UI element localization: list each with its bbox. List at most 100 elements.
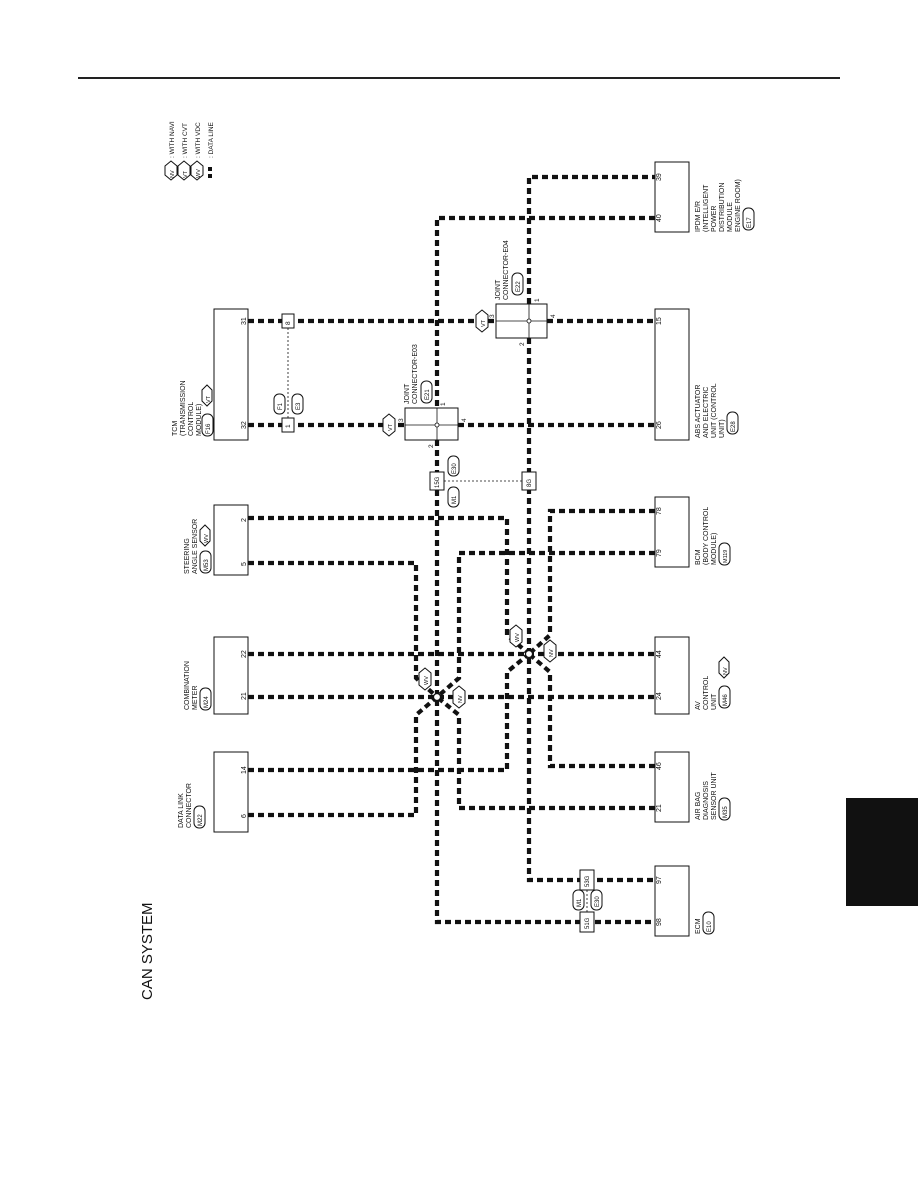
connector-code: M1: [452, 495, 458, 504]
option-tag: NV: [549, 649, 555, 657]
unit-label: (BODY CONTROL: [703, 507, 710, 565]
pin-label: 32: [241, 421, 248, 429]
unit-label: UNIT (CONTROL: [711, 383, 718, 438]
unit-label: (INTELLIGENT: [703, 184, 710, 232]
line-tag-wv-upper: WV: [509, 624, 523, 648]
joint-label: JOINT: [495, 279, 502, 300]
connector-code: M1: [577, 898, 583, 907]
unit-label: ECM: [695, 918, 702, 934]
steering-angle-sensor: 5 2 STEERING ANGLE SENSOR M53 WV: [184, 504, 249, 576]
unit-label: COMBINATION: [184, 661, 191, 710]
tcm: 32 31 TCM (TRANSMISSION CONTROL MODULE) …: [172, 308, 249, 441]
pin-label: 1: [440, 402, 447, 406]
legend-vt-text: : WITH CVT: [182, 123, 189, 158]
ecm: 98 97 ECM E10: [654, 865, 715, 937]
pin-label: 2: [519, 342, 526, 346]
pin-label: 15: [656, 317, 663, 325]
connector-code: M53: [204, 559, 210, 571]
pin-label: 8: [285, 321, 292, 325]
connector-code: M46: [723, 694, 729, 706]
pin-label: 98: [656, 918, 663, 926]
unit-label: CONTROL: [703, 676, 710, 710]
pin-label: 31: [241, 317, 248, 325]
pin-label: 3: [489, 314, 496, 318]
pin-label: 79: [656, 549, 663, 557]
unit-label: METER: [192, 686, 199, 711]
connector-code: E3: [296, 402, 302, 410]
legend-data-line: : DATA LINE: [208, 121, 215, 178]
pin-label: 53G: [585, 875, 591, 887]
pin-label: 2: [428, 444, 435, 448]
pin-label: 14: [241, 766, 248, 774]
option-tag: WV: [204, 534, 210, 543]
unit-label: UNIT): [719, 419, 726, 438]
pin-label: 24: [656, 692, 663, 700]
ipdm-er: 40 39 IPDM E/R (INTELLIGENT POWER DISTRI…: [654, 161, 755, 233]
pin-label: 51G: [585, 917, 591, 929]
option-tag: VT: [481, 319, 487, 327]
line-tag-wv-lower: WV: [418, 667, 432, 691]
pin-label: 22: [241, 650, 248, 658]
option-tag: VT: [206, 395, 212, 403]
unit-label: MODULE): [196, 404, 203, 436]
legend-vt: VT : WITH CVT: [177, 123, 191, 181]
pin-label: 2: [241, 518, 248, 522]
unit-label: ABS ACTUATOR: [695, 385, 702, 438]
unit-label: AV: [695, 701, 702, 710]
connector-code: E10: [707, 921, 713, 932]
legend: NV : WITH NAVI VT : WITH CVT WV : WITH V…: [164, 121, 215, 181]
unit-label: STEERING: [184, 538, 191, 574]
legend-wv: WV : WITH VDC: [190, 122, 204, 181]
unit-label: CONNECTOR: [186, 783, 193, 828]
connector-code: M35: [723, 806, 729, 818]
unit-label: DIAGNOSIS: [703, 781, 710, 820]
joint-connector-e04: 1 2 3 4 JOINT CONNECTOR-E04 E22: [489, 240, 557, 346]
connector-code: M22: [198, 814, 204, 826]
pin-label: 39: [656, 173, 663, 181]
legend-nv-text: : WITH NAVI: [169, 121, 176, 158]
connector-code: F1: [278, 402, 284, 410]
line-tag-nv-upper: NV: [543, 639, 557, 663]
connector-code: M24: [204, 696, 210, 708]
line-tag-nv-lower: NV: [452, 685, 466, 709]
connector-code: E17: [747, 217, 753, 228]
bcm: 79 78 BCM (BODY CONTROL MODULE) M119: [654, 496, 731, 568]
unit-label: DATA LINK: [178, 793, 185, 828]
unit-label: UNIT: [711, 693, 718, 710]
unit-label: AND ELECTRIC: [703, 387, 710, 438]
legend-nv-tag: NV: [170, 170, 176, 178]
option-tag: VT: [388, 423, 394, 431]
unit-label: MODULE: [727, 202, 734, 232]
pin-label: 44: [656, 650, 663, 658]
connector-code: E30: [595, 896, 601, 907]
connector-code: M119: [723, 550, 729, 563]
unit-label: TCM: [172, 421, 179, 436]
connector-code: E22: [516, 281, 522, 292]
unit-label: ANGLE SENSOR: [192, 519, 199, 574]
option-tag: NV: [458, 695, 464, 703]
page-title: CAN SYSTEM: [139, 902, 156, 1000]
unit-label: DISTRIBUTION: [719, 183, 726, 232]
unit-label: AIR BAG: [695, 792, 702, 820]
combination-meter: 21 22 COMBINATION METER M24: [184, 636, 249, 715]
harness-connector-ecm: 53G 51G M1 E30: [572, 869, 603, 933]
connector-code: E21: [425, 389, 431, 400]
legend-vt-tag: VT: [183, 170, 189, 178]
option-tag: WV: [424, 676, 430, 685]
pin-label: 78: [656, 507, 663, 515]
abs-actuator: 26 15 ABS ACTUATOR AND ELECTRIC UNIT (CO…: [654, 308, 739, 441]
legend-wv-text: : WITH VDC: [195, 122, 202, 158]
joint-label: CONNECTOR-E04: [503, 240, 510, 300]
pin-label: 97: [656, 876, 663, 884]
option-tag: NV: [723, 667, 729, 675]
unit-label: IPDM E/R: [695, 201, 702, 232]
joint-label: JOINT: [404, 383, 411, 404]
pin-label: 4: [550, 314, 557, 318]
harness-connector-f1-e3: 8 1 F1 E3: [273, 313, 304, 433]
pin-label: 21: [656, 804, 663, 812]
pin-label: 1: [534, 298, 541, 302]
joint-label: CONNECTOR-E03: [412, 344, 419, 404]
section-tab: [846, 798, 918, 906]
option-tag: WV: [515, 633, 521, 642]
data-link-connector: 6 14 DATA LINK CONNECTOR M22: [178, 751, 249, 833]
